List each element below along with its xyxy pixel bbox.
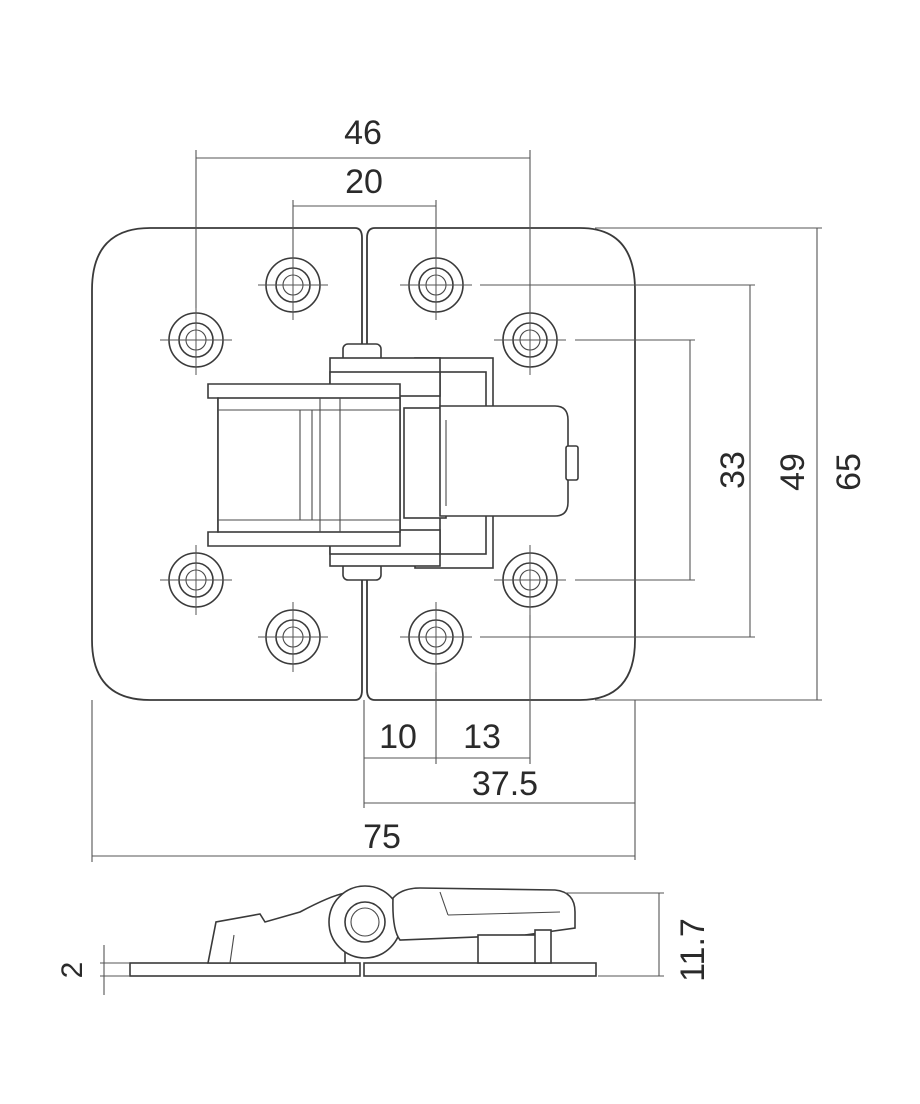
side-view: 2 11.7 [56,885,712,995]
dim-11-7: 11.7 [674,918,712,982]
hole-left-lower-outer [160,545,232,615]
dim-49: 49 [774,453,812,491]
hinge-mechanism [207,343,579,581]
dim-37-5: 37.5 [472,765,538,803]
dim-33: 33 [714,451,752,489]
mounting-holes [160,238,566,672]
dim-10: 10 [379,718,417,756]
dim-20: 20 [345,163,383,201]
hole-left-bottom [258,602,328,672]
hole-right-bottom [400,602,472,672]
side-plate-right [363,962,597,977]
dim-2: 2 [56,962,89,979]
hole-left-upper-outer [160,305,232,375]
hole-right-lower-outer [494,545,566,615]
dim-13: 13 [463,718,501,756]
dim-65: 65 [830,453,868,491]
dim-75: 75 [363,818,401,856]
dimensions-top-view: 46 20 33 49 65 10 13 37.5 75 [91,114,868,862]
dim-46: 46 [344,114,382,152]
top-view [91,227,636,701]
side-knuckle [328,885,402,959]
hole-right-upper-outer [494,305,566,375]
side-plate-left [129,962,361,977]
